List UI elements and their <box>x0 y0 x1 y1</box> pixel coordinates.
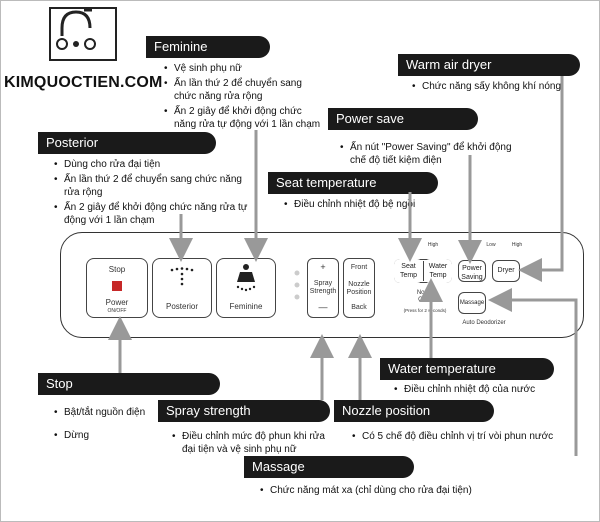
posterior-text: Dùng cho rửa đại tiện Ấn lần thứ 2 để ch… <box>52 158 257 229</box>
power-indicator-icon <box>112 281 122 291</box>
feminine-line-1: Vệ sinh phụ nữ <box>164 62 322 75</box>
spray-plus-button[interactable]: + <box>320 262 326 272</box>
dryer-low-label: Low <box>486 242 496 248</box>
posterior-header: Posterior <box>38 132 216 154</box>
stop-line-1: Bật/tắt nguồn điện <box>54 406 202 419</box>
dryer-high-label: High <box>511 242 523 248</box>
spray-text: Điều chỉnh mức độ phun khi rửa đại tiện … <box>170 430 340 458</box>
nozzle-position-control[interactable] <box>343 258 375 318</box>
auto-deodorizer-label: Auto Deodorizer <box>462 320 506 326</box>
nozzle-line-1: Có 5 chế độ điều chỉnh vị trí vòi phun n… <box>352 430 570 443</box>
feminine-person-icon <box>236 264 256 292</box>
warm-air-text: Chức năng sấy không khí nóng <box>410 80 590 95</box>
power-saving-label-1: Power <box>462 265 482 272</box>
power-label: Power <box>105 298 129 307</box>
massage-text: Chức năng mát xa (chỉ dùng cho rửa đại t… <box>258 484 498 499</box>
feminine-text: Vệ sinh phụ nữ Ấn lần thứ 2 để chuyển sa… <box>162 62 322 133</box>
nozzle-label-1: Nozzle <box>348 281 370 288</box>
feminine-label: Feminine <box>229 302 263 311</box>
water-temp-label-2: Temp <box>429 272 447 279</box>
nozzle-header: Nozzle position <box>334 400 494 422</box>
spray-strength-control[interactable] <box>307 258 339 318</box>
warm-air-line-1: Chức năng sấy không khí nóng <box>412 80 590 93</box>
spray-label-1: Spray <box>313 280 333 287</box>
nozzle-front-button[interactable]: Front <box>350 264 368 271</box>
nozzle-label-2: Position <box>346 289 372 296</box>
massage-line-1: Chức năng mát xa (chỉ dùng cho rửa đại t… <box>260 484 498 497</box>
power-save-text: Ấn nút "Power Saving" để khởi động chế đ… <box>338 141 528 169</box>
water-temp-text: Điều chỉnh nhiệt độ của nước <box>392 383 582 398</box>
water-temp-label-1: Water <box>428 263 448 270</box>
stop-label: Stop <box>108 265 126 274</box>
nozzle-text: Có 5 chế độ điều chỉnh vị trí vòi phun n… <box>350 430 570 445</box>
warm-air-header: Warm air dryer <box>398 54 580 76</box>
stop-line-2: Dừng <box>54 429 202 442</box>
posterior-line-2: Ấn lần thứ 2 để chuyển sang chức năng rử… <box>54 173 257 199</box>
feminine-line-3: Ấn 2 giây để khởi động chức năng rửa tự … <box>164 105 322 131</box>
posterior-label: Posterior <box>165 302 198 311</box>
massage-header: Massage <box>244 456 414 478</box>
spray-label-2: Strength <box>309 288 337 295</box>
seat-temp-header: Seat temperature <box>268 172 438 194</box>
water-temp-header: Water temperature <box>380 358 554 380</box>
posterior-line-1: Dùng cho rửa đại tiện <box>54 158 257 171</box>
seat-temp-text: Điều chỉnh nhiệt độ bệ ngồi <box>282 198 462 213</box>
feminine-header: Feminine <box>146 36 270 58</box>
spray-line-1: Điều chỉnh mức độ phun khi rửa đại tiện … <box>172 430 340 456</box>
brand-name: KIMQUOCTIEN.COM <box>4 74 163 91</box>
massage-button[interactable]: Massage <box>458 292 486 314</box>
power-save-header: Power save <box>328 108 478 130</box>
stop-header: Stop <box>38 373 220 395</box>
spray-level-dots <box>294 270 300 300</box>
onoff-label: ON/OFF <box>107 308 127 314</box>
posterior-spray-icon <box>170 267 194 286</box>
spray-header: Spray strength <box>158 400 330 422</box>
seat-temp-button[interactable]: Seat Temp <box>394 259 423 283</box>
water-temp-line-1: Điều chỉnh nhiệt độ của nước <box>394 383 582 396</box>
seat-temp-line-1: Điều chỉnh nhiệt độ bệ ngồi <box>284 198 462 211</box>
faucet-logo-icon <box>49 7 117 61</box>
posterior-line-3: Ấn 2 giây để khởi động chức năng rửa tự … <box>54 201 257 227</box>
seat-temp-label-2: Temp <box>399 272 418 279</box>
nozzle-back-button[interactable]: Back <box>351 304 367 311</box>
spray-minus-button[interactable]: — <box>318 302 328 312</box>
seat-temp-label-1: Seat <box>401 263 416 270</box>
seat-high-label: High <box>427 242 439 248</box>
feminine-line-2: Ấn lần thứ 2 để chuyển sang chức năng rử… <box>164 77 322 103</box>
power-saving-label-2: Saving <box>461 274 483 281</box>
power-save-line-1: Ấn nút "Power Saving" để khởi động chế đ… <box>340 141 528 167</box>
press-note: (Press for 2 seconds) <box>403 308 447 313</box>
stop-text: Bật/tắt nguồn điện Dừng <box>52 406 202 444</box>
temp-divider <box>423 261 424 281</box>
